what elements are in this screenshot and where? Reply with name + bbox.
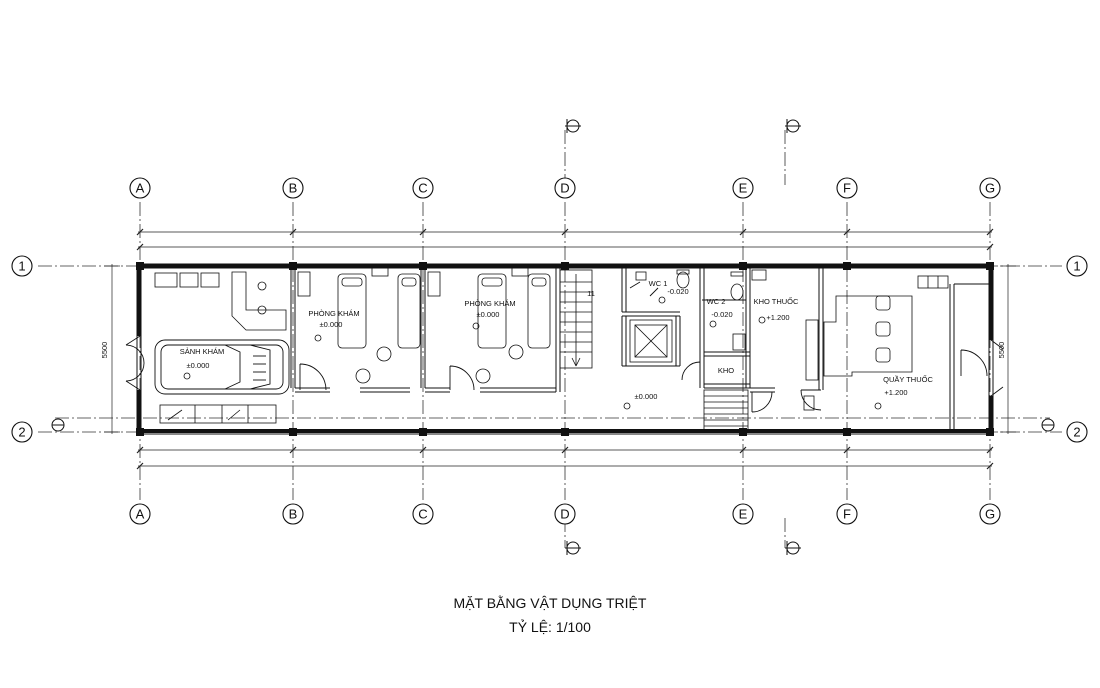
grid-bubble-left-2: 2 xyxy=(11,421,33,443)
room-label-phong-kham-2: PHÒNG KHÁM xyxy=(464,299,515,308)
room-label-kho-thuoc: KHO THUỐC xyxy=(754,296,799,306)
grid-bubble-right-2: 2 xyxy=(1066,421,1088,443)
clinic-1-furniture xyxy=(297,267,421,384)
stair-mark: 11 xyxy=(587,289,595,298)
grid-bubble-bottom-a: A xyxy=(129,503,151,525)
lobby-furniture xyxy=(154,271,287,424)
svg-text:D: D xyxy=(560,507,569,522)
grid-bubble-bottom-e: E xyxy=(732,503,754,525)
svg-text:B: B xyxy=(289,181,298,196)
dimension-ticks xyxy=(136,228,994,470)
plan-title: MẶT BẰNG VẬT DỤNG TRIỆT xyxy=(453,595,647,611)
grid-bubble-top-e: E xyxy=(732,177,754,199)
svg-text:B: B xyxy=(289,507,298,522)
section-marker-left xyxy=(51,418,65,432)
room-level-kho-thuoc: +1.200 xyxy=(766,313,789,322)
grid-bubble-bottom-d: D xyxy=(554,503,576,525)
grid-bubble-bottom-g: G xyxy=(979,503,1001,525)
svg-text:1: 1 xyxy=(1073,259,1080,274)
wc-fixtures xyxy=(629,269,746,363)
svg-text:F: F xyxy=(843,507,851,522)
room-level-sanh-kham: ±0.000 xyxy=(187,361,210,370)
doors xyxy=(125,281,1004,413)
grid-bubble-top-g: G xyxy=(979,177,1001,199)
room-level-phong-kham-1: ±0.000 xyxy=(320,320,343,329)
pharmacy-furniture xyxy=(751,269,949,411)
svg-text:C: C xyxy=(418,181,427,196)
clinic-2-furniture xyxy=(427,267,551,384)
room-label-phong-kham-1: PHÒNG KHÁM xyxy=(308,309,359,318)
section-marker-bottom-e xyxy=(785,541,801,555)
section-marker-bottom-d xyxy=(565,541,581,555)
dimension-left: 5500 xyxy=(100,342,109,359)
stairs xyxy=(559,269,749,431)
grid-bubble-right-1: 1 xyxy=(1066,255,1088,277)
grid-bubble-top-d: D xyxy=(554,177,576,199)
section-markers xyxy=(51,119,1055,555)
room-label-quay-thuoc: QUẦY THUỐC xyxy=(883,374,933,384)
structural-columns xyxy=(136,262,994,436)
room-label-kho: KHO xyxy=(718,366,734,375)
svg-text:A: A xyxy=(136,181,145,196)
grid-bubble-top-b: B xyxy=(282,177,304,199)
corridor-level: ±0.000 xyxy=(635,392,658,401)
grid-bubble-top-a: A xyxy=(129,177,151,199)
section-marker-top-d xyxy=(565,119,581,133)
grid-bubble-left-1: 1 xyxy=(11,255,33,277)
svg-text:D: D xyxy=(560,181,569,196)
svg-text:A: A xyxy=(136,507,145,522)
svg-text:G: G xyxy=(985,181,995,196)
svg-text:E: E xyxy=(739,507,748,522)
room-level-wc1: -0.020 xyxy=(667,287,688,296)
room-label-wc1: WC 1 xyxy=(649,279,668,288)
section-marker-right xyxy=(1041,418,1055,432)
dimension-right: 5500 xyxy=(997,342,1006,359)
svg-text:2: 2 xyxy=(1073,425,1080,440)
svg-text:2: 2 xyxy=(18,425,25,440)
svg-text:C: C xyxy=(418,507,427,522)
grid-bubble-bottom-b: B xyxy=(282,503,304,525)
room-label-sanh-kham: SẢNH KHÁM xyxy=(180,347,225,356)
room-level-wc2: -0.020 xyxy=(711,310,732,319)
svg-text:E: E xyxy=(739,181,748,196)
section-marker-top-e xyxy=(785,119,801,133)
svg-text:F: F xyxy=(843,181,851,196)
interior-walls xyxy=(290,268,989,430)
plan-scale: TỶ LỆ: 1/100 xyxy=(509,619,591,635)
grid-bubble-bottom-f: F xyxy=(836,503,858,525)
svg-text:1: 1 xyxy=(18,259,25,274)
grid-bubble-top-f: F xyxy=(836,177,858,199)
room-level-phong-kham-2: ±0.000 xyxy=(477,310,500,319)
grid-bubble-top-c: C xyxy=(412,177,434,199)
room-level-quay-thuoc: +1.200 xyxy=(884,388,907,397)
svg-text:G: G xyxy=(985,507,995,522)
level-marks xyxy=(183,296,882,410)
car xyxy=(154,339,290,395)
room-label-wc2: WC 2 xyxy=(707,297,726,306)
grid-bubble-bottom-c: C xyxy=(412,503,434,525)
